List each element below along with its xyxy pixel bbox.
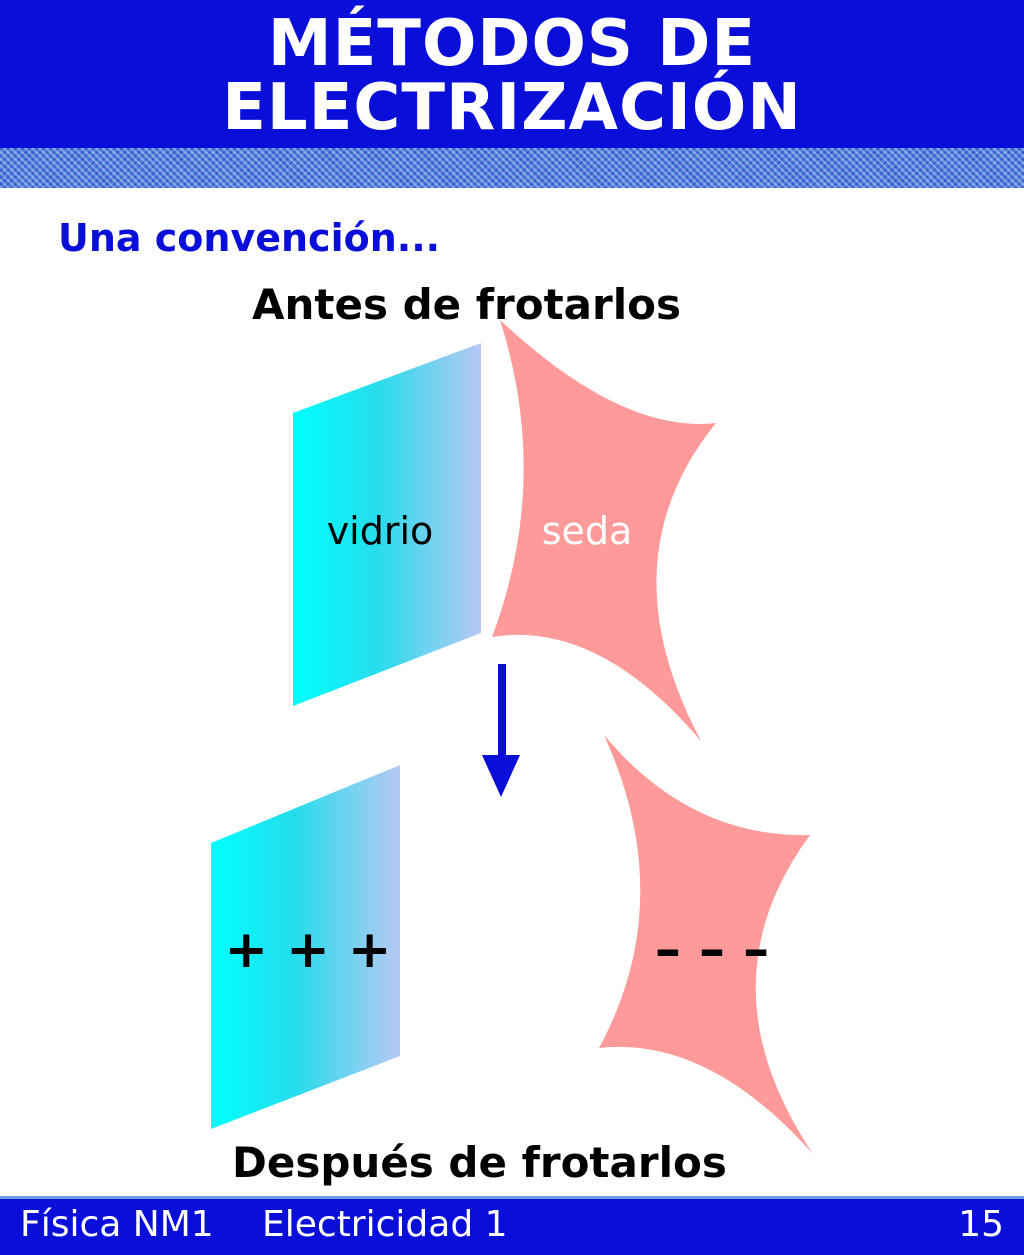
glass-plate-before — [293, 343, 481, 706]
before-caption: Antes de frotarlos — [252, 280, 681, 329]
footer-course: Física NM1 — [20, 1204, 214, 1245]
after-caption: Después de frotarlos — [232, 1138, 727, 1187]
slide-header: MÉTODOS DE ELECTRIZACIÓN — [0, 0, 1024, 148]
footer-divider — [0, 1196, 1024, 1199]
silk-cloth-after — [599, 735, 813, 1154]
title-line-2: ELECTRIZACIÓN — [222, 71, 802, 145]
page-number: 15 — [958, 1204, 1004, 1245]
slide-title: MÉTODOS DE ELECTRIZACIÓN — [0, 12, 1024, 140]
glass-label: vidrio — [327, 509, 434, 553]
down-arrow-icon — [482, 664, 520, 797]
glass-charges: + + + — [225, 920, 392, 980]
silk-label: seda — [542, 509, 633, 553]
slide-footer: Física NM1 Electricidad 1 15 — [0, 1196, 1024, 1255]
silk-charges: – – – — [655, 920, 769, 980]
glass-plate-after — [211, 765, 400, 1129]
footer-topic: Electricidad 1 — [262, 1204, 508, 1245]
header-pattern-stripe — [0, 148, 1024, 188]
title-line-1: MÉTODOS DE — [267, 7, 757, 81]
subtitle: Una convención... — [58, 216, 441, 260]
silk-cloth-before — [492, 320, 716, 741]
